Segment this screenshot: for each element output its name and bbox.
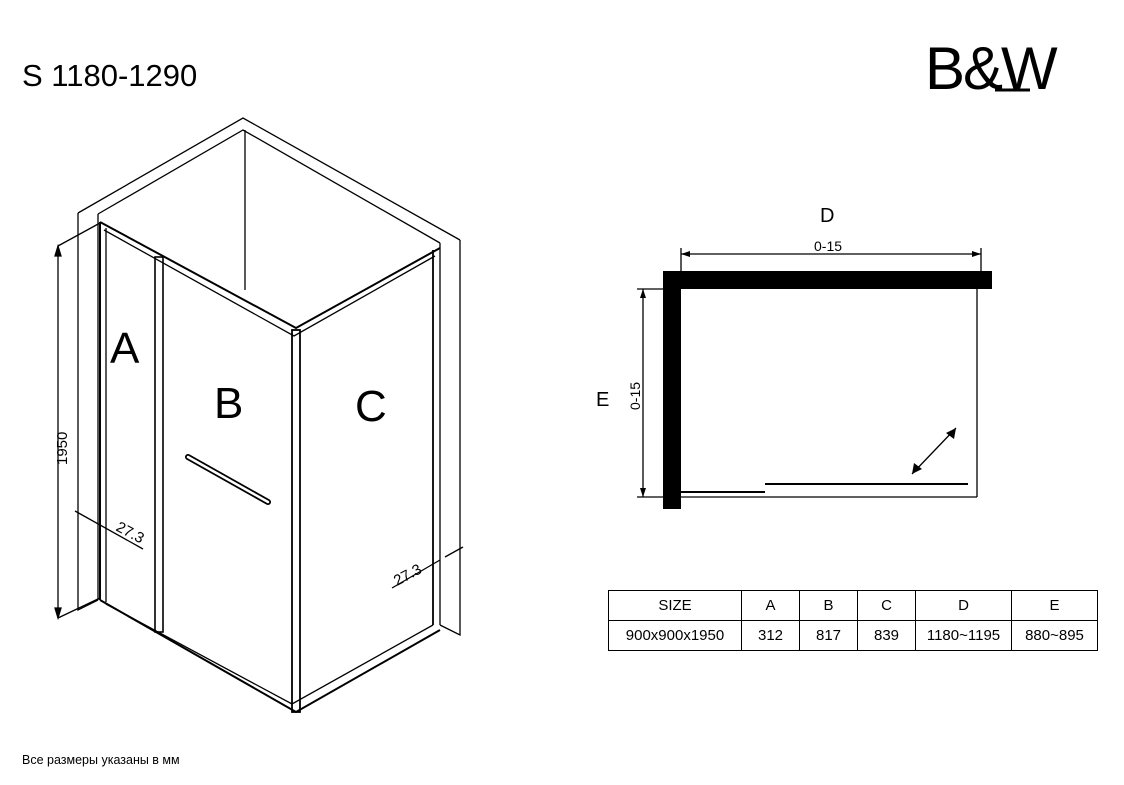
cell-c: 839 <box>857 620 916 651</box>
depth-tolerance: 0-15 <box>627 382 643 410</box>
header-a: A <box>741 590 800 621</box>
size-table: SIZE A B C D E 900x900x1950 312 817 839 … <box>608 590 1098 651</box>
header-size: SIZE <box>608 590 742 621</box>
table-row: 900x900x1950 312 817 839 1180~1195 880~8… <box>608 620 1098 651</box>
width-tolerance: 0-15 <box>814 238 842 254</box>
panel-label-c: C <box>355 382 387 431</box>
depth-label: E <box>596 389 609 411</box>
cell-e: 880~895 <box>1011 620 1098 651</box>
profile-dimension-right: 27.3 <box>391 561 425 590</box>
header-d: D <box>915 590 1012 621</box>
header-b: B <box>799 590 858 621</box>
height-dimension: 1950 <box>54 432 71 465</box>
plan-view: D 0-15 E 0-15 <box>596 205 992 509</box>
panel-label-b: B <box>214 379 243 428</box>
cell-d: 1180~1195 <box>915 620 1012 651</box>
panel-label-a: A <box>110 324 140 373</box>
cell-b: 817 <box>799 620 858 651</box>
enclosure-3d-view <box>54 117 464 714</box>
table-header-row: SIZE A B C D E <box>608 590 1098 621</box>
header-e: E <box>1011 590 1098 621</box>
cell-size: 900x900x1950 <box>608 620 742 651</box>
product-title: S 1180-1290 <box>22 58 198 93</box>
cell-a: 312 <box>741 620 800 651</box>
width-label: D <box>820 205 834 227</box>
brand-logo: B&W <box>925 35 1058 102</box>
footer-note: Все размеры указаны в мм <box>22 753 180 767</box>
header-c: C <box>857 590 916 621</box>
profile-dimension-left: 27.3 <box>113 519 147 548</box>
